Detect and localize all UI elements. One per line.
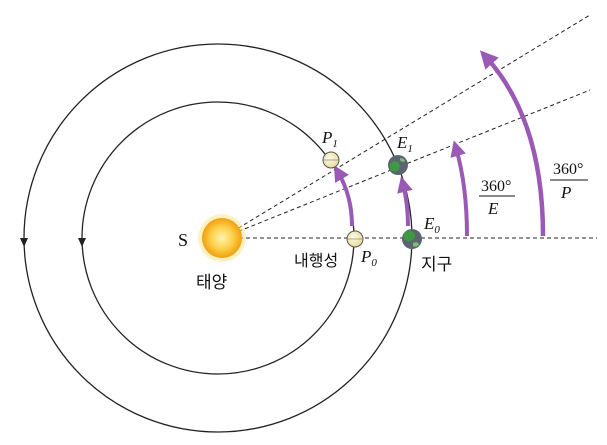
sightline-planet [231,14,591,233]
earth-name-label: 지구 [421,255,452,275]
e1-label: E1 [396,133,413,155]
earth-e1-icon [388,155,408,175]
sightline-earth [231,89,591,235]
p0-label: P0 [360,247,377,269]
e0-label: E0 [423,214,440,236]
fraction-planet-denominator: P [560,183,571,202]
fraction-earth-numerator: 360° [481,178,511,195]
earth-motion-arrow [397,176,413,227]
sun-name-label: 태양 [196,273,227,293]
planet-orbit-direction-arrow [78,238,86,247]
sun-icon [198,214,246,262]
fraction-earth-denominator: E [487,199,499,218]
planet-motion-arrow [333,165,354,227]
planet-p1-icon [322,151,340,169]
fraction-planet: 360° P [550,161,588,202]
sun-letter-label: S [178,230,188,250]
fraction-planet-numerator: 360° [553,161,583,178]
angle-arrow-planet [479,50,546,237]
angle-arrow-earth [450,140,469,237]
planet-p0-icon [346,230,364,248]
earth-orbit-direction-arrow [20,238,28,247]
fraction-earth: 360° E [479,178,515,218]
earth-e0-icon [402,229,422,249]
planet-name-label: 내행성 [294,251,338,270]
p1-label: P1 [321,128,338,150]
